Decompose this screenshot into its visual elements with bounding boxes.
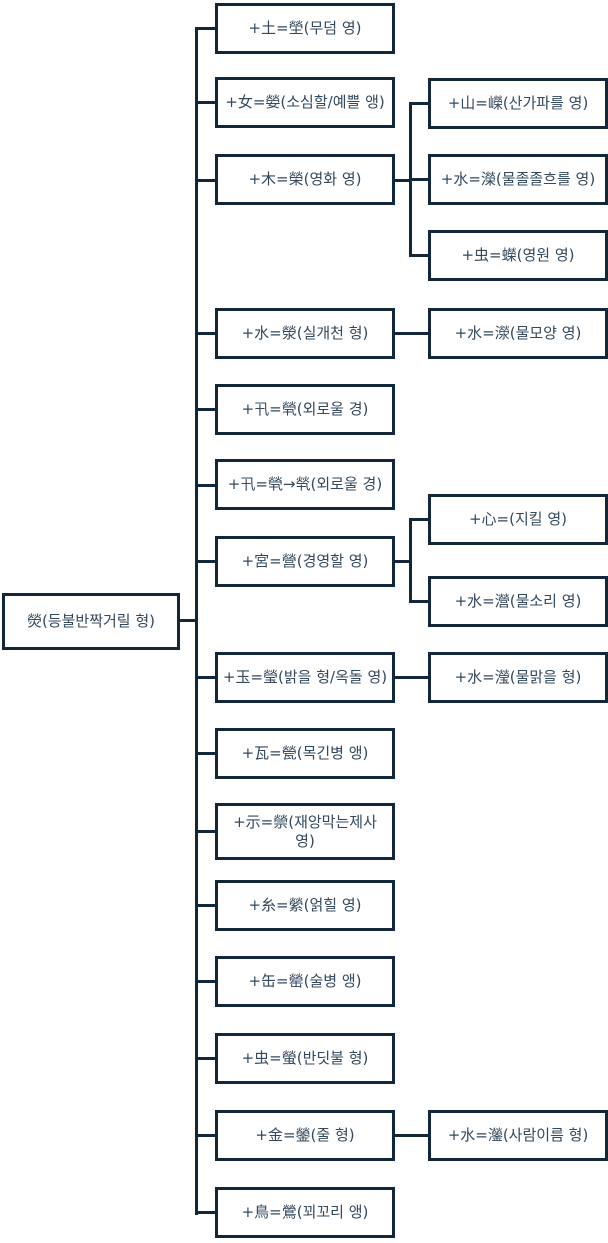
connector	[196, 1057, 215, 1060]
connector	[196, 484, 215, 487]
connector	[196, 1134, 215, 1137]
connector	[395, 332, 428, 335]
tree-node: +水=瀯(물소리 영)	[428, 576, 608, 627]
tree-node: +女=嫈(소심할/예쁠 앵)	[215, 77, 395, 128]
connector	[196, 101, 215, 104]
tree-node: +水=灐(사람이름 형)	[428, 1110, 608, 1161]
tree-node: +宮=營(경영할 영)	[215, 536, 395, 587]
connector	[409, 254, 428, 257]
tree-node: +虫=蠑(영원 영)	[428, 230, 608, 281]
connector	[196, 560, 215, 563]
connector	[395, 179, 409, 182]
tree-node: +糸=縈(얽힐 영)	[215, 880, 395, 931]
connector	[395, 1134, 428, 1137]
tree-node: +鳥=鶯(꾀꼬리 앵)	[215, 1187, 395, 1238]
tree-node: +木=榮(영화 영)	[215, 154, 395, 205]
connector	[409, 102, 428, 105]
connector	[196, 27, 215, 30]
tree-node: +卂=煢→㷀(외로울 경)	[215, 459, 395, 510]
tree-node: +水=濚(물졸졸흐를 영)	[428, 154, 608, 205]
tree-node: +缶=罃(술병 앵)	[215, 956, 395, 1007]
tree-node: +玉=瑩(밝을 형/옥돌 영)	[215, 652, 395, 703]
tree-node: +瓦=甇(목긴병 앵)	[215, 728, 395, 779]
connector	[196, 980, 215, 983]
connector	[395, 676, 428, 679]
connector	[196, 179, 215, 182]
tree-node: +山=嶸(산가파를 영)	[428, 78, 608, 129]
connector	[409, 600, 428, 603]
connector-root-stub	[180, 619, 196, 622]
connector	[196, 676, 215, 679]
connector	[196, 830, 215, 833]
tree-node: +水=濴(물모양 영)	[428, 308, 608, 359]
tree-node: +土=塋(무덤 영)	[215, 3, 395, 54]
connector	[196, 904, 215, 907]
connector	[409, 518, 428, 521]
connector	[409, 178, 428, 181]
tree-node: +心=𢥊(지킬 영)	[428, 494, 608, 545]
tree-node: +水=滎(실개천 형)	[215, 308, 395, 359]
connector	[196, 1211, 215, 1214]
connector	[395, 560, 409, 563]
tree-node: +金=鎣(줄 형)	[215, 1110, 395, 1161]
tree-node: +示=禜(재앙막는제사 영)	[215, 803, 395, 860]
tree-node: +水=瀅(물맑을 형)	[428, 652, 608, 703]
connector	[196, 752, 215, 755]
connector	[196, 408, 215, 411]
connector	[196, 332, 215, 335]
connector-trunk	[195, 27, 198, 1215]
tree-node: +卂=煢(외로울 경)	[215, 384, 395, 435]
root-node: 熒(등불반짝거릴 형)	[2, 593, 180, 650]
connector	[409, 518, 412, 603]
tree-node: +虫=螢(반딧불 형)	[215, 1033, 395, 1084]
